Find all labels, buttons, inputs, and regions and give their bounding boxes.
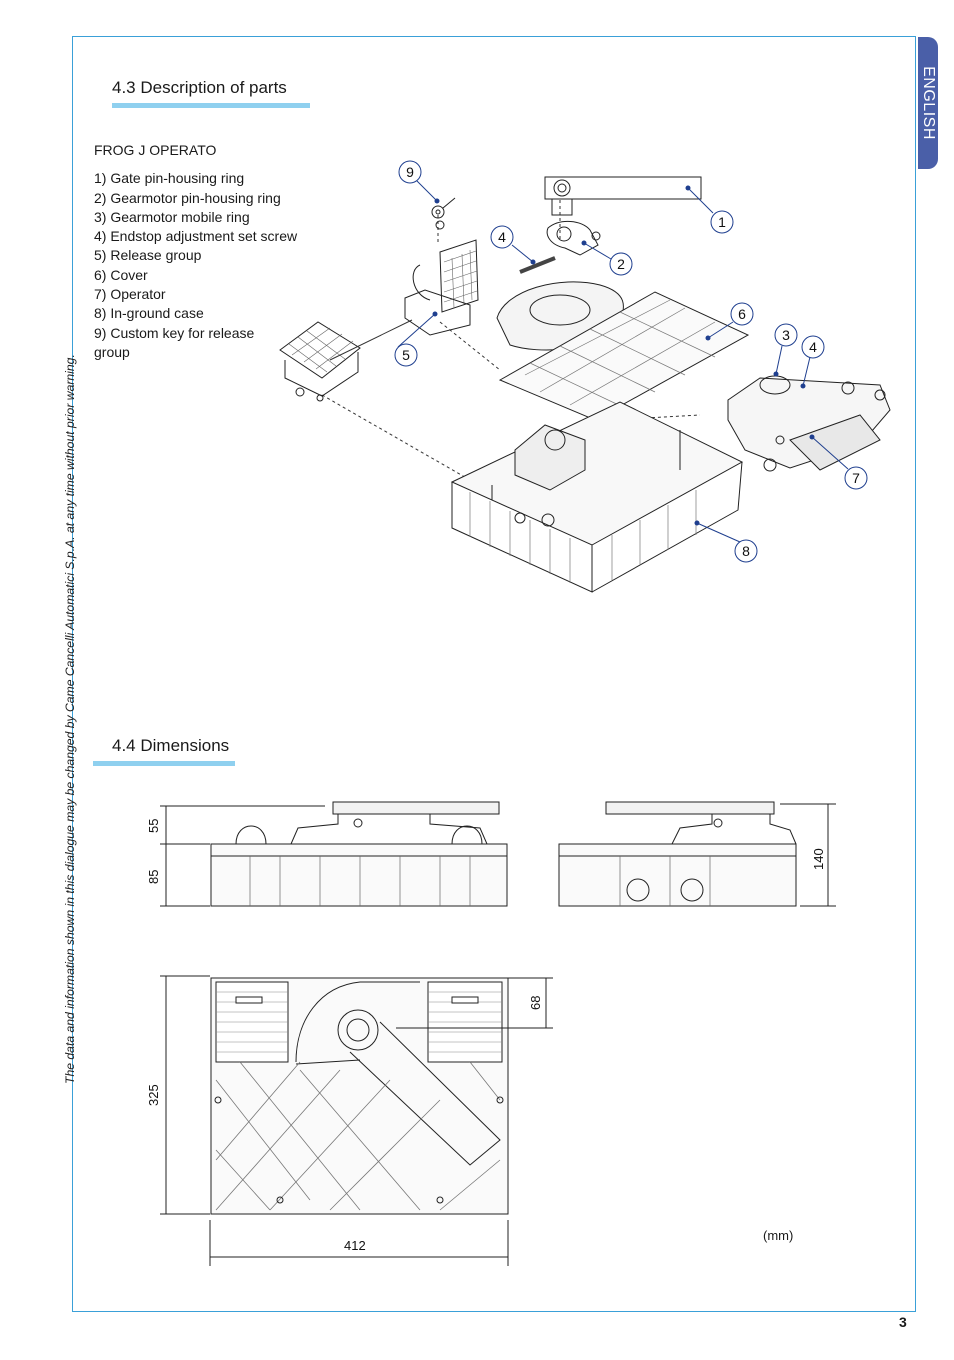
dim-label-55: 55: [146, 819, 161, 833]
dimensions-title-text: 4.4 Dimensions: [112, 736, 230, 755]
callout-4a: [490, 225, 514, 249]
callout-9: [398, 160, 422, 184]
callout-label: 6: [738, 306, 746, 322]
callout-7: [844, 466, 868, 490]
callout-6: [730, 302, 754, 326]
total-height-dimension: [780, 803, 836, 907]
dim-label-140: 140: [811, 848, 826, 870]
callout-label: 2: [617, 256, 625, 272]
parts-item: 8) In-ground case: [94, 305, 204, 322]
callout-label: 9: [406, 164, 414, 180]
callout-2: [609, 252, 633, 276]
callout-dots: [432, 185, 815, 526]
callout-label: 1: [718, 214, 726, 230]
dim-label-325: 325: [146, 1084, 161, 1106]
units-label: (mm): [763, 1228, 794, 1243]
callout-8: [734, 539, 758, 563]
set-screw-part: [519, 256, 556, 274]
parts-item: 3) Gearmotor mobile ring: [94, 208, 250, 225]
in-ground-case-part: [450, 401, 744, 593]
dim-label-68: 68: [528, 996, 543, 1010]
parts-item: 2) Gearmotor pin-housing ring: [94, 189, 281, 206]
parts-list: FROG J OPERATO 1) Gate pin-housing ring …: [94, 141, 297, 362]
plan-view: [210, 977, 509, 1215]
dimensions-section-title: 4.4 Dimensions: [93, 736, 235, 766]
callout-1: [710, 210, 734, 234]
page-frame: [72, 36, 916, 1312]
page-number: 3: [899, 1314, 907, 1330]
custom-key-part: [431, 197, 456, 230]
parts-item: group: [94, 343, 130, 360]
callout-4b: [801, 335, 825, 359]
parts-item: 9) Custom key for release: [94, 324, 255, 341]
language-tab[interactable]: ENGLISH: [918, 37, 938, 169]
parts-title-text: 4.3 Description of parts: [112, 78, 287, 97]
parts-heading: FROG J OPERATO: [94, 142, 217, 158]
exploded-view-diagram: 9 1 4 2 5 6 3 4 7 8: [279, 160, 891, 593]
parts-item: 1) Gate pin-housing ring: [94, 170, 245, 187]
parts-item: 7) Operator: [94, 286, 166, 303]
gate-pin-ring-part: [544, 176, 702, 256]
callout-leaders: [397, 180, 849, 543]
callout-5: [394, 343, 418, 367]
callout-label: 8: [742, 543, 750, 559]
title-underline: [93, 761, 235, 766]
dim-label-412: 412: [344, 1238, 366, 1253]
dimensions-diagram: 55 85 140: [146, 801, 836, 1266]
parts-section-title: 4.3 Description of parts: [112, 78, 310, 108]
operator-part: [727, 375, 891, 472]
parts-item: 4) Endstop adjustment set screw: [94, 228, 298, 245]
callout-3: [774, 323, 798, 347]
side-elevation-view: [558, 801, 797, 907]
parts-item: 6) Cover: [94, 266, 148, 283]
callout-label: 5: [402, 347, 410, 363]
parts-item: 5) Release group: [94, 247, 202, 264]
callout-label: 4: [809, 339, 817, 355]
height-dimension-lines: [160, 805, 325, 907]
callout-label: 4: [498, 229, 506, 245]
callout-label: 3: [782, 327, 790, 343]
callout-label: 7: [852, 470, 860, 486]
release-group-part: [279, 239, 479, 402]
cover-part: [496, 281, 750, 421]
front-elevation-view: [210, 801, 508, 907]
title-underline: [112, 103, 310, 108]
plan-dimension-lines: [160, 975, 553, 1266]
dim-label-85: 85: [146, 870, 161, 884]
